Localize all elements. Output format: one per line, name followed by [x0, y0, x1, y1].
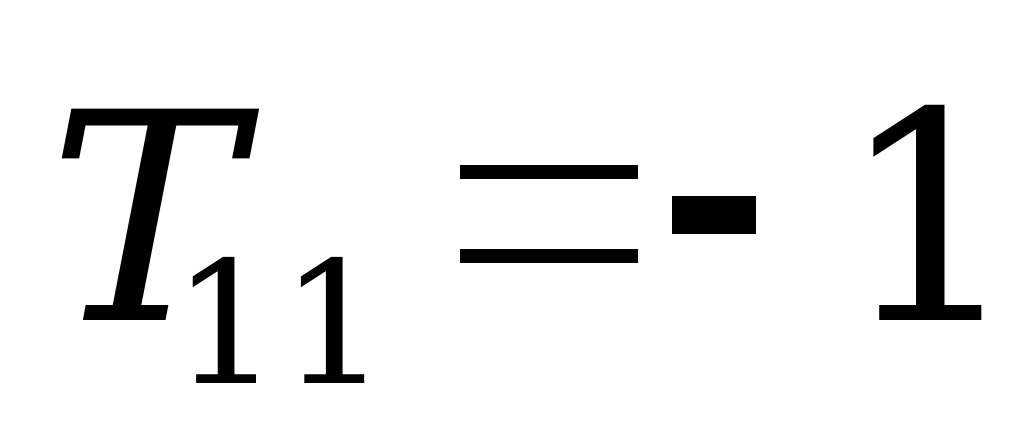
value-one: 1	[838, 52, 1023, 389]
variable-t: T	[48, 52, 242, 389]
equals-top-bar	[460, 165, 638, 179]
equals-bottom-bar	[460, 249, 638, 263]
minus-sign	[672, 196, 756, 234]
subscript-11: 11	[172, 226, 389, 424]
equals-sign	[460, 165, 638, 265]
